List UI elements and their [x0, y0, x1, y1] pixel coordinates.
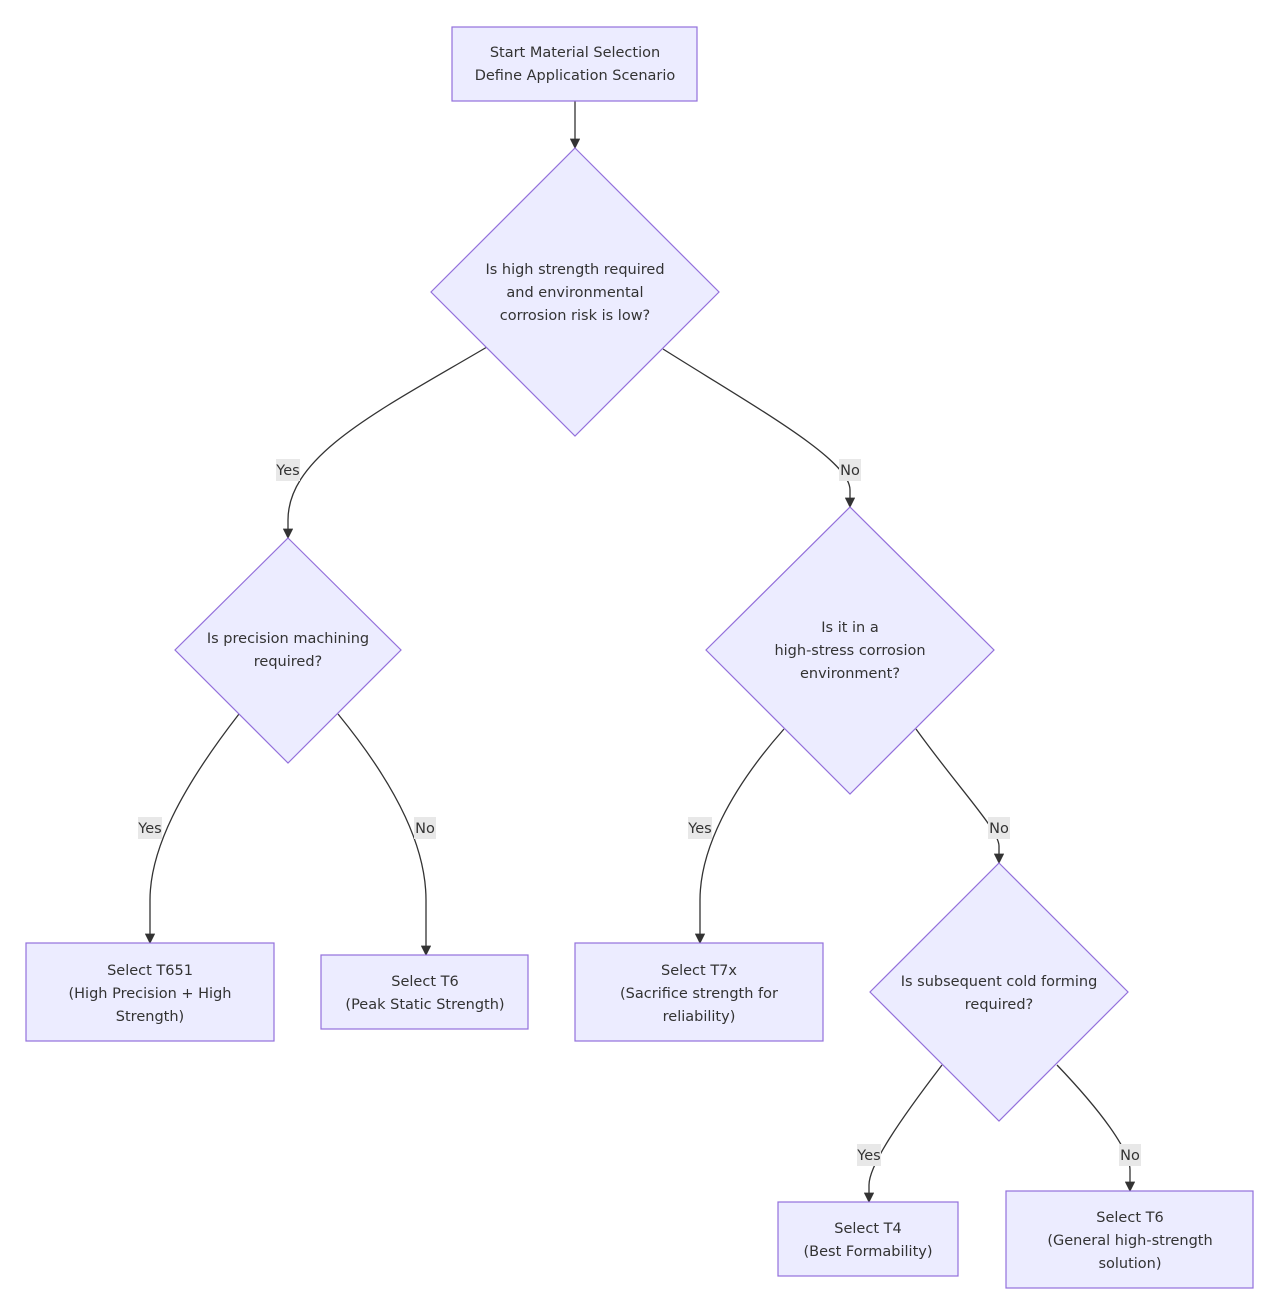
edge-label-precision-no: No — [415, 821, 435, 837]
node-t4-line-2: (Best Formability) — [804, 1244, 933, 1260]
node-q-strength-line-2: and environmental — [506, 285, 643, 301]
node-t6-peak: Select T6 (Peak Static Strength) — [320, 954, 529, 1030]
node-start-line-2: Define Application Scenario — [475, 68, 676, 84]
node-t7x: Select T7x (Sacrifice strength for relia… — [574, 942, 824, 1042]
node-t4: Select T4 (Best Formability) — [777, 1201, 959, 1277]
node-q-strength-line-1: Is high strength required — [485, 262, 664, 278]
node-q-cold-line-2: required? — [965, 997, 1033, 1013]
edge-label-cold-yes: Yes — [856, 1148, 880, 1164]
edge-labels: Yes No Yes No Yes No Yes No — [137, 459, 1141, 1166]
node-t651-line-1: Select T651 — [107, 963, 193, 979]
node-t651-line-2: (High Precision + High — [69, 986, 232, 1002]
node-q-precision-line-2: required? — [254, 654, 322, 670]
edge-cold-no — [1056, 1064, 1136, 1193]
node-q-stress-line-3: environment? — [800, 666, 900, 682]
node-q-cold: Is subsequent cold forming required? — [869, 862, 1129, 1122]
node-t4-line-1: Select T4 — [834, 1221, 901, 1237]
node-q-stress-line-2: high-stress corrosion — [774, 643, 925, 659]
edge-precision-no — [337, 713, 432, 957]
node-t7x-line-2: (Sacrifice strength for — [620, 986, 778, 1002]
node-t6-general-line-3: solution) — [1098, 1256, 1161, 1272]
node-q-precision: Is precision machining required? — [174, 537, 402, 764]
edge-label-cold-no: No — [1120, 1148, 1140, 1164]
node-q-cold-line-1: Is subsequent cold forming — [901, 974, 1098, 990]
node-q-stress: Is it in a high-stress corrosion environ… — [705, 506, 995, 795]
node-q-strength-line-3: corrosion risk is low? — [500, 308, 651, 324]
edge-label-strength-yes: Yes — [275, 463, 299, 479]
node-start-line-1: Start Material Selection — [490, 45, 660, 61]
edge-label-stress-yes: Yes — [687, 821, 711, 837]
edge-stress-yes — [694, 728, 785, 945]
edges — [144, 101, 1136, 1204]
node-t7x-line-1: Select T7x — [661, 963, 737, 979]
node-t651-line-3: Strength) — [116, 1009, 184, 1025]
node-t6-general-line-1: Select T6 — [1096, 1210, 1163, 1226]
node-t7x-line-3: reliability) — [663, 1009, 736, 1025]
edge-precision-yes — [144, 713, 240, 945]
edge-label-stress-no: No — [989, 821, 1009, 837]
node-t6-general-line-2: (General high-strength — [1047, 1233, 1212, 1249]
node-t651: Select T651 (High Precision + High Stren… — [25, 942, 275, 1042]
node-t6-peak-line-1: Select T6 — [391, 974, 458, 990]
edge-strength-no — [662, 348, 856, 509]
edge-label-strength-no: No — [840, 463, 860, 479]
node-q-strength: Is high strength required and environmen… — [430, 147, 720, 437]
edge-stress-no — [915, 728, 1005, 865]
edge-strength-yes — [282, 346, 488, 540]
node-q-stress-line-1: Is it in a — [821, 620, 878, 636]
node-t6-general: Select T6 (General high-strength solutio… — [1005, 1190, 1254, 1289]
node-q-precision-line-1: Is precision machining — [207, 631, 369, 647]
edge-cold-yes — [863, 1064, 943, 1204]
node-t6-peak-line-2: (Peak Static Strength) — [345, 997, 504, 1013]
edge-label-precision-yes: Yes — [137, 821, 161, 837]
node-start: Start Material Selection Define Applicat… — [451, 26, 698, 102]
